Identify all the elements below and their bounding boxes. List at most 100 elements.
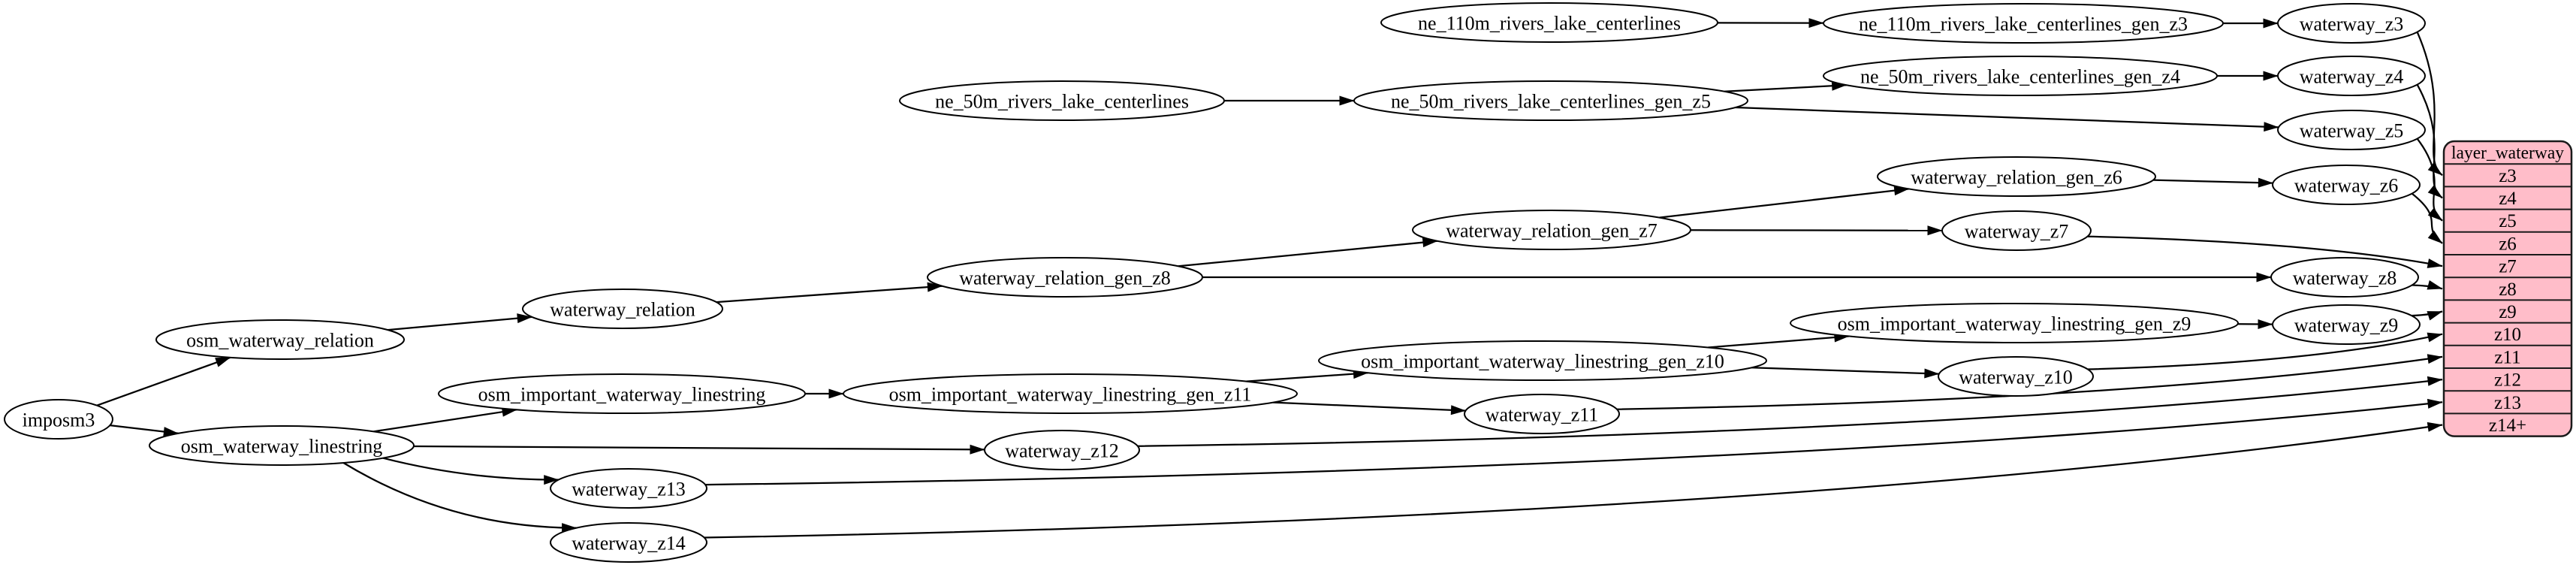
table-row-label-z9: z9 (2499, 302, 2517, 322)
node-ellipse (984, 430, 1140, 470)
table-row-label-z11: z11 (2494, 347, 2520, 367)
node-waterway_z3: waterway_z3 (2277, 3, 2426, 44)
node-label: waterway_z10 (1959, 367, 2073, 388)
table-layer_waterway: layer_waterwayz3z4z5z6z7z8z9z10z11z12z13… (2442, 140, 2573, 437)
node-label: waterway_relation_gen_z6 (1911, 167, 2122, 189)
node-ellipse (550, 468, 707, 509)
table-row-label-z14+: z14+ (2489, 415, 2526, 436)
node-ellipse (522, 289, 723, 329)
node-label: waterway_z13 (572, 479, 686, 500)
node-waterway_relation: waterway_relation (522, 289, 723, 329)
node-imposm3: imposm3 (4, 399, 113, 440)
node-ellipse (1380, 2, 1718, 43)
edge-imposm3-to-osm_waterway_linestring (110, 424, 179, 437)
node-ellipse (1790, 303, 2239, 343)
node-label: osm_waterway_linestring (181, 436, 383, 458)
node-label: osm_waterway_relation (186, 330, 374, 352)
node-ellipse (1823, 3, 2224, 44)
node-waterway_z12: waterway_z12 (984, 430, 1140, 470)
node-ne_110m_rivers_lake_centerlines: ne_110m_rivers_lake_centerlines (1380, 2, 1718, 43)
edge-waterway_relation_gen_z7-to-waterway_relation_gen_z6 (1659, 186, 1910, 219)
node-ellipse (550, 522, 707, 563)
node-label: waterway_z8 (2293, 267, 2397, 289)
edge-osm_important_waterway_linestring_gen_z11-to-waterway_z11 (1273, 401, 1466, 415)
edge-waterway_z14-to-layer_waterway-z14+ (704, 421, 2443, 539)
table-row-label-z4: z4 (2499, 189, 2517, 209)
edge-waterway_z11-to-layer_waterway-z11 (1616, 354, 2443, 410)
edge-ne_50m_rivers_lake_centerlines_gen_z5-to-waterway_z5 (1735, 106, 2279, 132)
node-ellipse (1353, 80, 1748, 121)
edge-waterway_z5-to-layer_waterway-z5 (2416, 137, 2443, 222)
table-row-label-z8: z8 (2499, 279, 2517, 300)
table-row-label-z6: z6 (2499, 234, 2517, 254)
node-waterway_z5: waterway_z5 (2277, 110, 2426, 150)
node-label: imposm3 (23, 409, 95, 431)
edge-osm_waterway_relation-to-waterway_relation (388, 313, 532, 331)
node-label: waterway_relation_gen_z7 (1446, 220, 1658, 242)
table-row-label-z5: z5 (2499, 211, 2517, 231)
node-label: waterway_z12 (1005, 440, 1119, 462)
table-background (2442, 140, 2573, 437)
node-waterway_z8: waterway_z8 (2270, 257, 2419, 298)
node-waterway_z6: waterway_z6 (2272, 165, 2421, 205)
node-label: ne_110m_rivers_lake_centerlines (1418, 13, 1681, 35)
table-title: layer_waterway (2451, 144, 2564, 163)
node-waterway_z14: waterway_z14 (550, 522, 707, 563)
node-label: waterway_relation (550, 299, 695, 321)
edge-waterway_z12-to-layer_waterway-z12 (1137, 376, 2443, 447)
node-osm_important_waterway_linestring_gen_z9: osm_important_waterway_linestring_gen_z9 (1790, 303, 2239, 343)
node-ellipse (1941, 210, 2092, 251)
node-waterway_relation_gen_z6: waterway_relation_gen_z6 (1877, 156, 2156, 197)
node-ellipse (1938, 356, 2094, 397)
node-osm_important_waterway_linestring_gen_z10: osm_important_waterway_linestring_gen_z1… (1318, 340, 1767, 381)
node-waterway_relation_gen_z8: waterway_relation_gen_z8 (927, 257, 1203, 298)
node-ellipse (2270, 257, 2419, 298)
node-waterway_z9: waterway_z9 (2272, 304, 2421, 345)
node-label: osm_important_waterway_linestring_gen_z9 (1838, 313, 2191, 335)
node-ellipse (843, 373, 1298, 414)
node-ellipse (438, 373, 806, 414)
node-label: waterway_z6 (2294, 175, 2399, 197)
edge-osm_waterway_linestring-to-waterway_z13 (382, 457, 560, 485)
node-label: waterway_z14 (572, 533, 686, 554)
node-ne_50m_rivers_lake_centerlines_gen_z5: ne_50m_rivers_lake_centerlines_gen_z5 (1353, 80, 1748, 121)
node-waterway_z13: waterway_z13 (550, 468, 707, 509)
node-ellipse (1823, 56, 2218, 96)
edge-waterway_relation-to-waterway_relation_gen_z8 (716, 282, 943, 304)
edge-osm_waterway_linestring-to-waterway_z14 (342, 462, 578, 533)
edge-waterway_relation_gen_z8-to-waterway_relation_gen_z7 (1178, 237, 1438, 267)
node-ellipse (1318, 340, 1767, 381)
node-ellipse (1412, 210, 1691, 250)
node-ellipse (899, 80, 1225, 121)
edge-osm_important_waterway_linestring_gen_z10-to-waterway_z10 (1751, 367, 1940, 379)
edge-imposm3-to-osm_waterway_relation (96, 356, 231, 406)
node-label: ne_50m_rivers_lake_centerlines (935, 91, 1189, 113)
node-label: waterway_z7 (1965, 221, 2069, 243)
node-ellipse (4, 399, 113, 440)
node-osm_important_waterway_linestring: osm_important_waterway_linestring (438, 373, 806, 414)
node-label: osm_important_waterway_linestring_gen_z1… (1361, 351, 1724, 373)
node-ellipse (2272, 165, 2421, 205)
node-label: waterway_z5 (2300, 120, 2404, 142)
node-label: waterway_z9 (2294, 315, 2399, 337)
node-ellipse (2277, 110, 2426, 150)
node-label: ne_50m_rivers_lake_centerlines_gen_z5 (1391, 91, 1711, 113)
table-row-label-z3: z3 (2499, 166, 2517, 186)
node-osm_waterway_relation: osm_waterway_relation (155, 319, 405, 360)
table-row-label-z13: z13 (2494, 393, 2521, 413)
node-ellipse (927, 257, 1203, 298)
edge-waterway_z10-to-layer_waterway-z10 (2087, 332, 2443, 370)
node-label: waterway_relation_gen_z8 (959, 267, 1171, 289)
edge-waterway_z8-to-layer_waterway-z8 (2412, 279, 2443, 290)
edge-ne_50m_rivers_lake_centerlines_gen_z5-to-ne_50m_rivers_lake_centerlines_gen_z4 (1724, 80, 1848, 92)
node-waterway_z7: waterway_z7 (1941, 210, 2092, 251)
edge-waterway_z3-to-layer_waterway-z3 (2416, 32, 2443, 177)
edge-osm_waterway_linestring-to-waterway_z12 (413, 444, 985, 455)
edge-osm_waterway_linestring-to-osm_important_waterway_linestring (373, 406, 517, 433)
node-ellipse (1877, 156, 2156, 197)
table-row-label-z12: z12 (2494, 370, 2521, 391)
node-label: waterway_z4 (2300, 66, 2404, 88)
edge-waterway_z13-to-layer_waterway-z13 (705, 398, 2443, 486)
node-ellipse (1464, 394, 1620, 434)
